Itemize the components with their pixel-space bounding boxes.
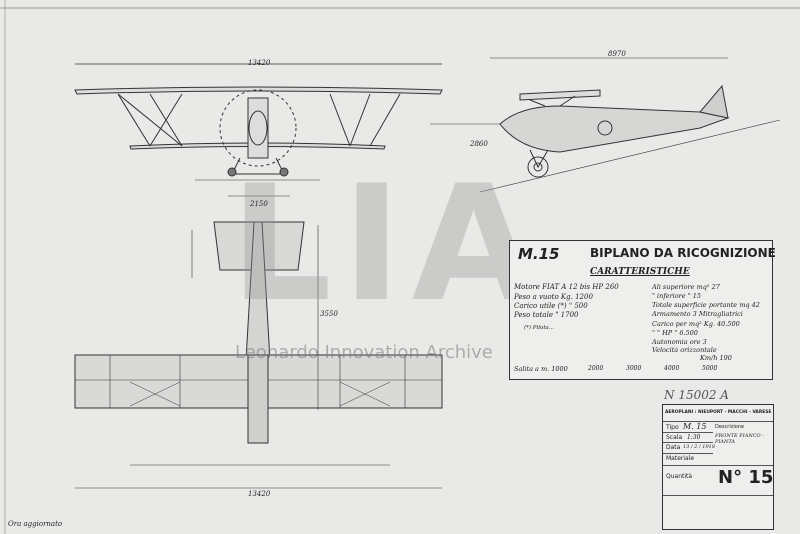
- payload-note: (*) Pilota...: [524, 325, 555, 331]
- spec-endurance: Autonomia ore 3: [652, 338, 707, 346]
- desc-value: FRONTE FIANCO - PIANTA: [715, 433, 764, 445]
- tipo-value: M. 15: [683, 422, 707, 431]
- title-block: AEROPLANI : NIEUPORT - MACCHI - VARESE T…: [662, 404, 774, 530]
- data-label: Data: [666, 444, 681, 451]
- climb-2000: 2000: [588, 365, 604, 372]
- materiale-label: Materiale: [666, 455, 695, 462]
- quantita-label: Quantità: [666, 473, 693, 480]
- drawing-number: N° 15: [718, 467, 774, 488]
- spec-empty-weight: Peso a vuoto Kg. 1200: [514, 293, 593, 301]
- spec-speed-label: Velocità orizzontale: [652, 346, 717, 354]
- spec-armament: Armamento 3 Mitragliatrici: [652, 310, 743, 318]
- spec-engine: Motore FIAT A 12 bis HP 260: [514, 283, 619, 291]
- aircraft-code: M.15: [518, 245, 560, 263]
- spec-lower-wing: " inferiore " 15: [652, 292, 702, 300]
- stamp-number: N 15002 A: [664, 388, 729, 402]
- specs-heading: CARATTERISTICHE: [590, 267, 690, 277]
- dim-width-front: 2150: [250, 200, 268, 208]
- tipo-label: Tipo: [666, 424, 679, 431]
- dim-length: 8970: [608, 50, 626, 58]
- dim-span: 13420: [248, 59, 271, 67]
- data-value: 13 / 2 / 1918: [683, 444, 715, 450]
- scala-value: 1:30: [687, 434, 701, 441]
- spec-payload: Carico utile (*) " 500: [514, 302, 588, 310]
- climb-3000: 3000: [626, 365, 642, 372]
- company-name: AEROPLANI : NIEUPORT - MACCHI - VARESE: [665, 410, 772, 415]
- climb-5000: 5000: [702, 365, 718, 372]
- dim-height: 2860: [470, 140, 488, 148]
- spec-load-per-sqm: Carico per mq² Kg. 40.500: [652, 320, 740, 328]
- specifications-table: M.15 BIPLANO DA RICOGNIZIONE CARATTERIST…: [509, 240, 776, 380]
- watermark-text: Leonardo Innovation Archive: [235, 342, 493, 363]
- dim-plan-span: 13420: [248, 490, 271, 498]
- spec-speed: Km/h 190: [700, 354, 732, 362]
- spec-total-surface: Totale superficie portante mq 42: [652, 301, 760, 309]
- climb-4000: 4000: [664, 365, 680, 372]
- scala-label: Scala: [666, 434, 683, 441]
- watermark-logo: LIA: [230, 150, 546, 337]
- dim-tail: 3550: [320, 310, 338, 318]
- spec-load-per-hp: " " HP " 6.500: [652, 329, 698, 337]
- corner-note: Ora aggiornato: [8, 520, 63, 528]
- climb-label: Salita a m. 1000: [514, 365, 568, 373]
- desc-label: Descrizione: [715, 424, 745, 430]
- spec-total-weight: Peso totale " 1700: [514, 311, 579, 319]
- drawing-title: BIPLANO DA RICOGNIZIONE: [590, 246, 776, 260]
- spec-upper-wing: Ali superiore mq² 27: [652, 283, 720, 291]
